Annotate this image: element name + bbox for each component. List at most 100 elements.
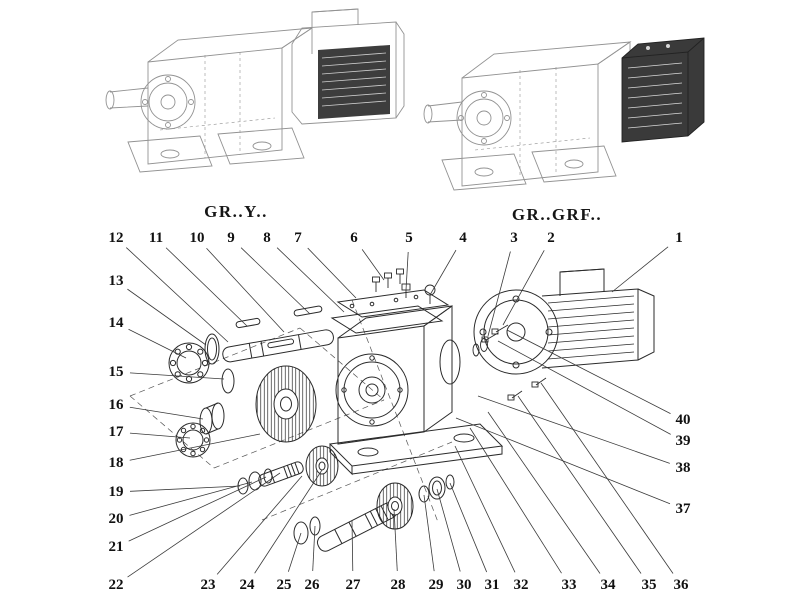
- part-number-2: 2: [547, 230, 555, 246]
- part-number-26: 26: [305, 577, 321, 593]
- shaft-key-2: [293, 305, 323, 317]
- leader-line-27: [351, 520, 354, 572]
- part-number-29: 29: [429, 577, 444, 593]
- part-number-30: 30: [457, 577, 472, 593]
- large-gear: [255, 365, 317, 443]
- motor-fan-cowl: [637, 288, 655, 361]
- top-bolts: [372, 268, 436, 304]
- leader-line-6: [361, 249, 385, 281]
- part-number-34: 34: [601, 577, 617, 593]
- part-number-38: 38: [676, 460, 691, 476]
- leader-line-15: [129, 372, 225, 380]
- part-number-31: 31: [485, 577, 500, 593]
- leader-line-22: [127, 472, 281, 578]
- leader-line-32: [454, 445, 516, 573]
- leader-line-23: [216, 475, 303, 575]
- leader-line-18: [129, 433, 261, 461]
- leader-line-26: [312, 525, 316, 572]
- exploded-view-drawing: [129, 268, 655, 552]
- part-number-22: 22: [109, 577, 124, 593]
- part-number-25: 25: [277, 577, 292, 593]
- flange-bolts: [472, 324, 547, 401]
- housing-cover: [330, 289, 450, 334]
- leader-line-38: [477, 395, 670, 464]
- part-number-13: 13: [109, 273, 124, 289]
- brake-block-dark-right: [621, 37, 705, 143]
- leader-line-25: [287, 532, 302, 572]
- leader-line-19: [129, 485, 241, 492]
- part-number-12: 12: [109, 230, 124, 246]
- leader-line-3: [487, 251, 511, 337]
- part-number-3: 3: [510, 230, 518, 246]
- model-label-left: GR..Y..: [204, 202, 268, 221]
- gearbox-housing: [328, 305, 504, 476]
- leader-line-17: [129, 432, 191, 439]
- part-number-14: 14: [109, 315, 125, 331]
- circlip-right: [418, 485, 430, 503]
- leader-line-13: [127, 288, 207, 346]
- motor-exploded: [473, 268, 655, 375]
- motor-terminal-box-left: [311, 8, 359, 28]
- motor-fins: [547, 295, 635, 360]
- part-number-11: 11: [149, 230, 163, 246]
- part-number-4: 4: [459, 230, 467, 246]
- oil-seal: [204, 333, 220, 365]
- leader-line-28: [393, 508, 398, 572]
- part-number-21: 21: [109, 539, 124, 555]
- leader-line-12: [125, 247, 229, 343]
- part-number-15: 15: [109, 364, 124, 380]
- part-number-36: 36: [674, 577, 690, 593]
- leader-line-39: [497, 340, 671, 435]
- leader-line-31: [449, 482, 488, 573]
- part-number-16: 16: [109, 397, 125, 413]
- leader-line-29: [423, 494, 435, 572]
- intermediate-gear: [305, 445, 339, 487]
- input-shaft: [222, 329, 334, 363]
- leader-line-30: [436, 488, 461, 572]
- ball-bearing-upper: [168, 342, 210, 384]
- part-number-17: 17: [109, 424, 125, 440]
- part-number-28: 28: [391, 577, 406, 593]
- part-number-39: 39: [676, 433, 691, 449]
- leader-line-1: [611, 246, 669, 293]
- seal-right: [445, 474, 455, 490]
- assembly-sketch-left: [105, 8, 405, 173]
- leader-line-20: [129, 481, 253, 516]
- leader-line-10: [206, 248, 285, 333]
- leader-line-4: [429, 249, 457, 296]
- ball-bearing-lower: [175, 422, 211, 458]
- retaining-ring: [221, 368, 235, 394]
- spacer-bushing: [199, 402, 225, 435]
- model-label-right: GR..GRF..: [512, 205, 602, 224]
- shaft-key-1: [235, 317, 261, 329]
- output-ring-2: [309, 516, 321, 536]
- part-number-19: 19: [109, 484, 124, 500]
- leader-line-14: [128, 328, 187, 359]
- leader-line-5: [405, 251, 409, 291]
- part-number-5: 5: [405, 230, 413, 246]
- part-number-7: 7: [294, 230, 302, 246]
- bearing-right: [428, 476, 446, 500]
- part-number-1: 1: [675, 230, 683, 246]
- leader-line-24: [254, 469, 323, 574]
- leader-line-37: [455, 417, 671, 505]
- pinion-shaft: [258, 461, 304, 487]
- leader-line-40: [506, 329, 671, 414]
- leader-line-2: [502, 250, 545, 326]
- leader-line-11: [165, 247, 248, 327]
- part-number-10: 10: [190, 230, 205, 246]
- part-number-24: 24: [240, 577, 256, 593]
- part-number-33: 33: [562, 577, 577, 593]
- part-number-9: 9: [227, 230, 235, 246]
- part-number-8: 8: [263, 230, 271, 246]
- leader-line-16: [129, 406, 204, 420]
- part-number-23: 23: [201, 577, 216, 593]
- assembly-sketch-right: [423, 37, 705, 191]
- motor-fins-left: [321, 52, 387, 107]
- leader-line-21: [128, 476, 267, 542]
- leader-line-7: [307, 247, 357, 299]
- leader-line-33: [469, 427, 562, 574]
